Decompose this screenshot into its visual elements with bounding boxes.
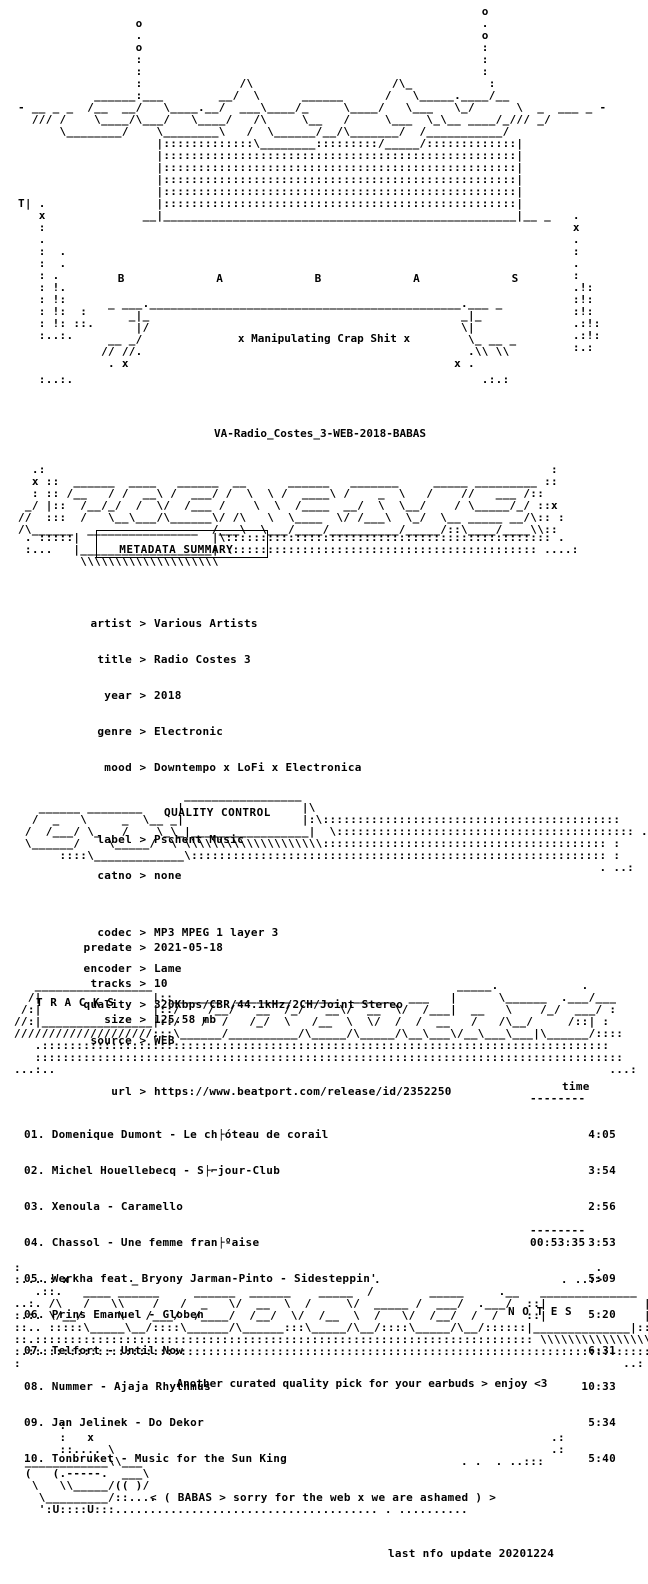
- field-row: mood>Downtempo x LoFi x Electronica: [104, 761, 362, 774]
- quality-banner-art: _________________ ______ ________ | |\ /…: [24, 789, 648, 874]
- metadata-lines-art: . :::::| |\:::::::::::::::::::::::::::::…: [24, 531, 579, 568]
- quality-section-label: QUALITY CONTROL: [164, 806, 271, 819]
- release-url-link[interactable]: https://www.beatport.com/release/id/2352…: [154, 1085, 452, 1098]
- field-row: title>Radio Costes 3: [97, 653, 251, 666]
- field-row: source>WEB: [90, 1034, 175, 1047]
- quality-fields: codec>MP3 MPEG 1 layer 3 encoder>Lame qu…: [24, 903, 403, 1059]
- tracks-time-header: time: [562, 1080, 590, 1093]
- field-row: predate>2021-05-18: [83, 941, 224, 954]
- field-row: label>Pschent Music: [97, 833, 244, 846]
- notes-section-label: N O T E S: [508, 1305, 573, 1318]
- metadata-label-box: METADATA SUMMARY: [96, 530, 268, 558]
- header-frame-left: T| . x : . : . : . : . : !. : !: : !: : …: [18, 197, 95, 342]
- field-row: size>125.58 mb: [104, 1013, 217, 1026]
- metadata-fields: artist>Various Artists title>Radio Coste…: [24, 594, 452, 1110]
- tracks-divider-top: --------: [530, 1092, 586, 1105]
- header-logo-art: o o . . o o: [18, 5, 607, 222]
- metadata-banner-art: .: : x :: ______ ____ ______ __ ______ _…: [18, 463, 565, 536]
- field-row: quality>320Kbps/CBR/44.1kHz/2CH/Joint St…: [83, 998, 404, 1011]
- field-row: year>2018: [104, 689, 182, 702]
- metadata-section-label: METADATA SUMMARY: [119, 543, 234, 556]
- field-row: genre>Electronic: [97, 725, 224, 738]
- list-item: 01. Domenique Dumont - Le ch├óteau de co…: [24, 1128, 616, 1141]
- tracks-divider-bottom: --------: [530, 1224, 586, 1237]
- tracks-banner-art: _________________ _____. . /| |::_______…: [14, 979, 638, 1076]
- field-row: url>https://www.beatport.com/release/id/…: [111, 1085, 452, 1098]
- header-letters: B A B A S: [117, 272, 519, 285]
- release-name: VA-Radio_Costes_3-WEB-2018-BABAS: [214, 427, 426, 440]
- footer-message: < ( BABAS > sorry for the web x we are a…: [150, 1491, 497, 1504]
- footer-update: last nfo update 20201224: [388, 1547, 555, 1560]
- notes-banner-art: : . :....: x _ . . ..:> .::. ____ ______…: [14, 1261, 648, 1370]
- field-row: catno>none: [97, 869, 182, 882]
- header-frame-right: . x . : . : .!: :!: :!: .:!: .:!: :.:: [572, 209, 601, 354]
- footer-art: : : x .: ::.... \ .: ____________\\___: [24, 1419, 565, 1516]
- field-row: artist>Various Artists: [90, 617, 258, 630]
- tracks-section-label: T R A C K S: [36, 996, 115, 1009]
- header-tagline: x Manipulating Crap Shit x: [237, 332, 411, 345]
- list-item: 05. Werkha feat. Bryony Jarman-Pinto - S…: [24, 1272, 616, 1285]
- field-row: codec>MP3 MPEG 1 layer 3: [97, 926, 279, 939]
- header-banner-art: _ ___.__________________________________…: [101, 297, 517, 370]
- header-base-art: :..:. .:.:: [38, 373, 510, 386]
- field-row: tracks>10: [90, 977, 168, 990]
- notes-text: Another curated quality pick for your ea…: [176, 1377, 548, 1390]
- tracklist: 01. Domenique Dumont - Le ch├óteau de co…: [24, 1105, 616, 1477]
- tracks-total-time: 00:53:35: [530, 1236, 586, 1249]
- field-row: encoder>Lame: [83, 962, 182, 975]
